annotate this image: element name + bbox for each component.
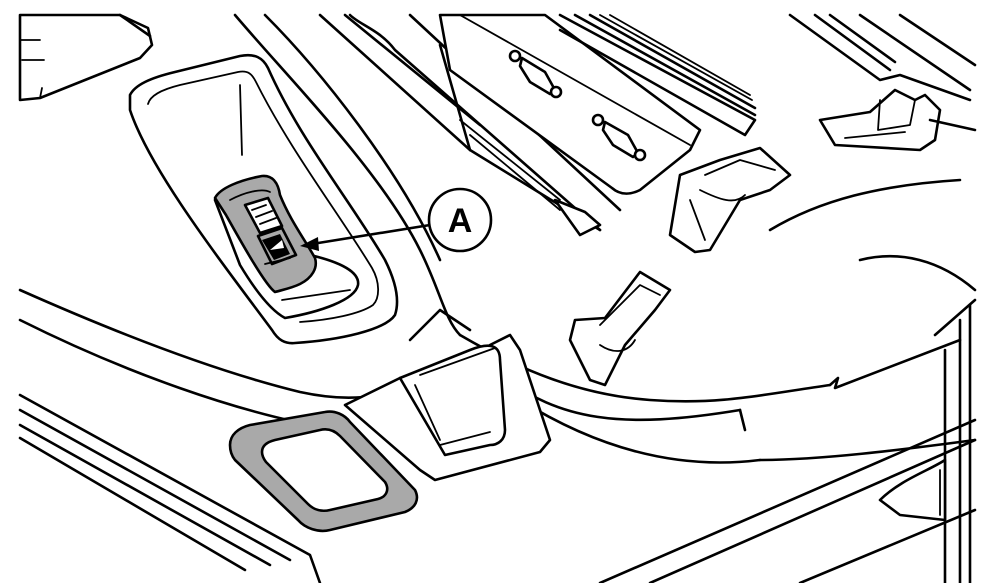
connector-2 [591, 113, 647, 162]
connector-1 [508, 49, 563, 99]
lever-mount-lower [568, 270, 672, 387]
callout-label: A [448, 202, 473, 240]
right-curve-edge [768, 178, 977, 292]
callout-circle [427, 187, 493, 253]
callout-arrowhead [300, 237, 319, 251]
rectangular-button [228, 410, 419, 533]
bottom-right-panel [598, 298, 977, 583]
top-left-trim-panel [18, 13, 154, 102]
right-bracket [818, 88, 977, 152]
handle-bracket [343, 308, 552, 482]
console-body-outline [18, 13, 977, 583]
callout-a: A [300, 187, 493, 253]
connector-panel [438, 13, 702, 195]
lever-mount-upper [668, 146, 792, 254]
top-right-frame [788, 13, 977, 102]
top-rail [558, 13, 757, 137]
highlighted-switch [213, 174, 318, 294]
